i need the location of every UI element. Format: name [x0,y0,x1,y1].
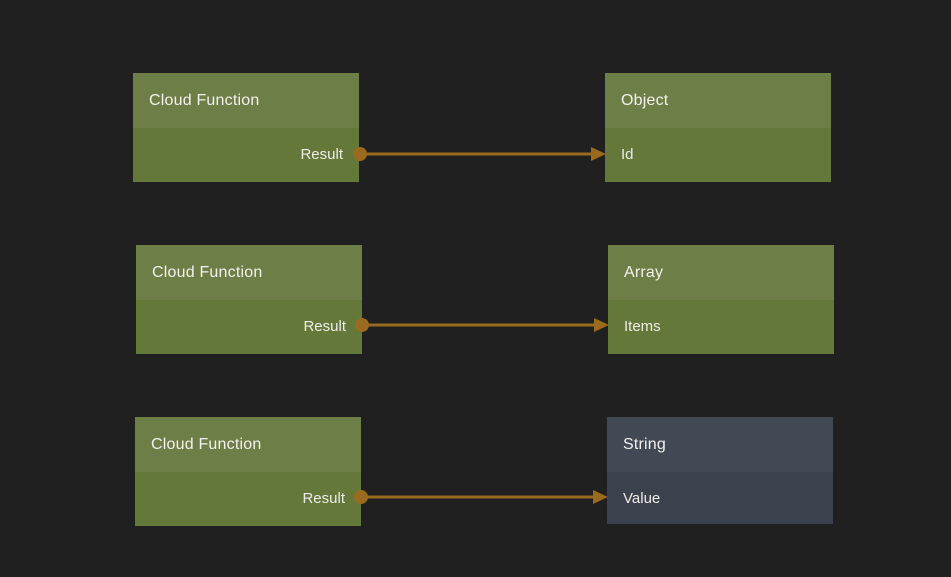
wire-arrowhead-icon [594,318,609,332]
port-label: Result [303,317,346,335]
port-label: Id [621,145,634,163]
port-label: Result [302,489,345,507]
wire-result-to-id[interactable] [353,147,606,161]
wire-arrowhead-icon [591,147,606,161]
node-title: Cloud Function [151,435,262,453]
node-title-bar[interactable]: String [607,417,833,472]
port-label: Value [623,489,661,507]
node-title: String [623,435,666,453]
node-title: Cloud Function [149,91,260,109]
node-body: Value [607,472,833,524]
node-string[interactable]: String Value [607,417,833,524]
output-port-result[interactable]: Result [133,128,359,180]
input-port-id[interactable]: Id [605,128,831,180]
wire-result-to-items[interactable] [355,318,609,332]
wire-arrowhead-icon [593,490,608,504]
node-cloud-function-1[interactable]: Cloud Function Result [133,73,359,182]
node-array[interactable]: Array Items [608,245,834,354]
node-title-bar[interactable]: Array [608,245,834,300]
node-body: Result [135,472,361,526]
output-port-result[interactable]: Result [136,300,362,352]
node-title-bar[interactable]: Cloud Function [136,245,362,300]
node-body: Result [133,128,359,182]
output-port-result[interactable]: Result [135,472,361,524]
node-body: Items [608,300,834,354]
node-object[interactable]: Object Id [605,73,831,182]
node-title: Cloud Function [152,263,263,281]
node-body: Result [136,300,362,354]
node-body: Id [605,128,831,182]
node-title-bar[interactable]: Cloud Function [133,73,359,128]
port-label: Result [300,145,343,163]
node-title: Object [621,91,669,109]
input-port-value[interactable]: Value [607,472,833,524]
node-cloud-function-2[interactable]: Cloud Function Result [136,245,362,354]
node-title-bar[interactable]: Cloud Function [135,417,361,472]
node-title-bar[interactable]: Object [605,73,831,128]
port-label: Items [624,317,661,335]
wire-result-to-value[interactable] [354,490,608,504]
input-port-items[interactable]: Items [608,300,834,352]
node-cloud-function-3[interactable]: Cloud Function Result [135,417,361,526]
node-title: Array [624,263,664,281]
